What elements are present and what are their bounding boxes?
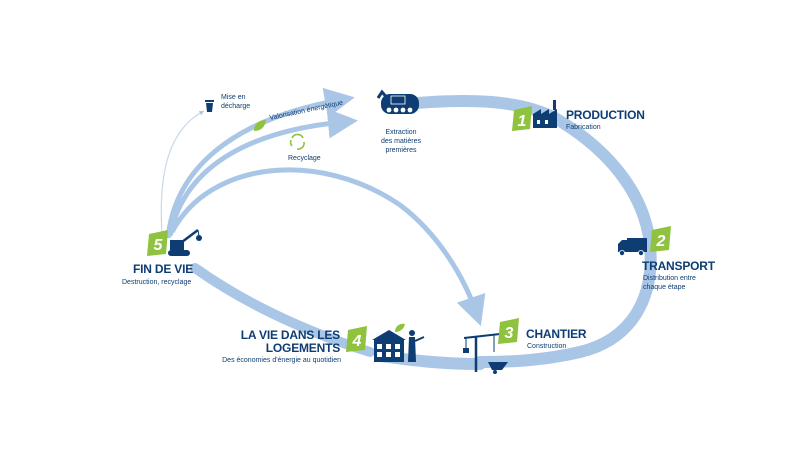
crane-icon (463, 333, 508, 374)
extraction-label-1: Extraction (385, 129, 416, 136)
leaf-icon (254, 120, 266, 131)
stage-subtitle-fin-de-vie: Destruction, recyclage (122, 279, 191, 286)
excavator-icon (376, 89, 419, 114)
svg-text:2: 2 (656, 233, 666, 250)
svg-text:4: 4 (352, 333, 362, 350)
stage-subtitle-transport-1: Distribution entre (643, 275, 696, 282)
truck-icon (618, 238, 647, 256)
flow-arrow-recyclage (167, 108, 358, 237)
stage-title-fin-de-vie: FIN DE VIE (133, 262, 193, 276)
stage-title-logements-1: LA VIE DANS LES (241, 328, 340, 342)
trash-icon (205, 100, 214, 112)
svg-text:3: 3 (505, 325, 514, 342)
stage-title-transport: TRANSPORT (642, 259, 716, 273)
recycle-icon (289, 133, 305, 150)
stage-subtitle-transport-2: chaque étape (643, 284, 686, 291)
house-icon (372, 323, 425, 362)
factory-icon (533, 100, 557, 128)
demolition-crane-icon (168, 229, 202, 256)
decharge-label-1: Mise en (221, 94, 246, 101)
flow-arrow-valorisation (165, 87, 355, 239)
stage-subtitle-chantier: Construction (527, 343, 566, 350)
stage-title-logements-2: LOGEMENTS (266, 341, 340, 355)
stage-badge-2: 2 (650, 226, 671, 252)
flow-line-decharge (160, 110, 205, 235)
cycle-path-main (399, 94, 657, 368)
stage-badge-1: 1 (512, 106, 532, 131)
stage-title-production: PRODUCTION (566, 108, 645, 122)
svg-text:5: 5 (154, 237, 164, 254)
stage-subtitle-logements: Des économies d'énergie au quotidien (222, 357, 341, 364)
extraction-label-3: premières (385, 147, 417, 154)
stage-badge-4: 4 (346, 326, 367, 352)
recyclage-label: Recyclage (288, 155, 321, 162)
decharge-label-2: décharge (221, 103, 250, 110)
cycle-path-fin-de-vie (190, 263, 375, 357)
stage-badge-3: 3 (498, 318, 519, 344)
stage-title-chantier: CHANTIER (526, 327, 587, 341)
stage-subtitle-production: Fabrication (566, 124, 601, 131)
flow-arrow-chantier (169, 167, 486, 327)
svg-text:1: 1 (518, 113, 527, 130)
valorisation-label: Valorisation énergétique (269, 99, 344, 121)
extraction-label-2: des matières (381, 138, 422, 145)
stage-badge-5: 5 (147, 230, 168, 256)
